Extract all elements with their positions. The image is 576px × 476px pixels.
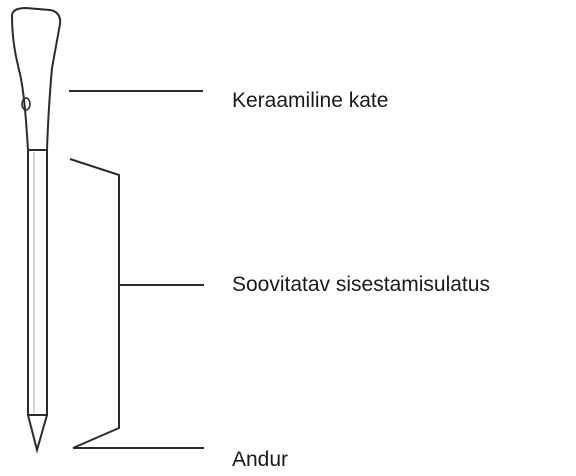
probe-tip	[27, 414, 48, 454]
insertion-depth-bracket	[69, 158, 120, 449]
label-recommended-insertion-depth: Soovitatav sisestamisulatus	[232, 273, 490, 296]
probe-handle	[10, 6, 62, 151]
label-sensor: Andur	[232, 448, 289, 471]
probe-handle-hole	[21, 97, 31, 111]
label-ceramic-coating: Keraamiline kate	[232, 89, 389, 112]
probe-shaft	[27, 149, 48, 416]
